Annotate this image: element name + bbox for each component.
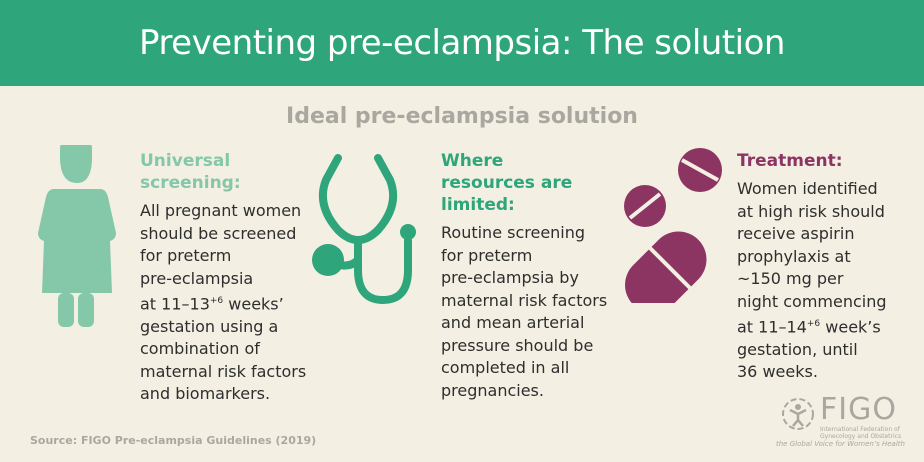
source-citation: Source: FIGO Pre-eclampsia Guidelines (2… <box>30 434 317 447</box>
figo-emblem-icon <box>782 398 814 430</box>
column-heading: Treatment: <box>737 151 843 171</box>
subtitle: Ideal pre-eclampsia solution <box>286 104 638 129</box>
page-title: Preventing pre-eclampsia: The solution <box>139 23 785 63</box>
header-banner: Preventing pre-eclampsia: The solution <box>0 0 924 86</box>
pills-icon <box>624 148 722 303</box>
nurse-icon <box>38 145 116 327</box>
stethoscope-icon <box>312 154 416 305</box>
